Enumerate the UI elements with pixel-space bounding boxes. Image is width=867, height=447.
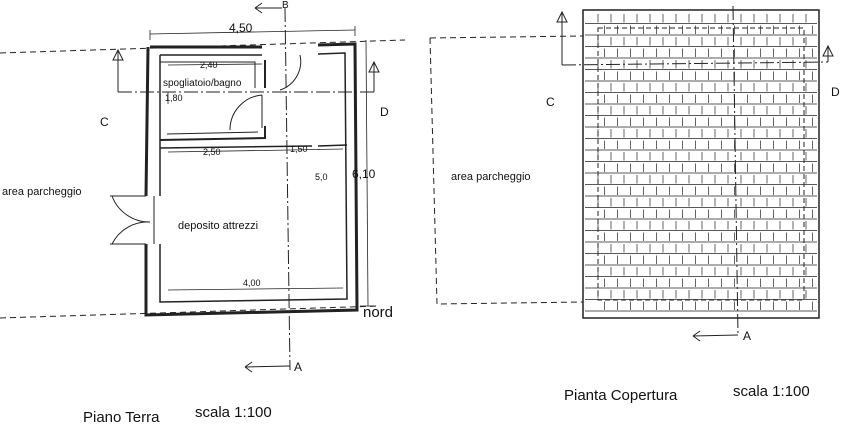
section-label-d-roof: D (831, 85, 840, 99)
entry-door-swing (279, 54, 302, 91)
section-label-a-ground: A (294, 360, 302, 374)
section-label-a-roof: A (743, 329, 751, 343)
parking-label-roof: area parcheggio (451, 171, 531, 183)
parking-label-ground: area parcheggio (2, 186, 82, 198)
north-label: nord (363, 304, 393, 321)
dim-depot-width: 4,00 (243, 278, 261, 288)
dim-depot-b: 1,50 (290, 144, 308, 154)
dim-line-depot-width (167, 287, 344, 291)
dim-small: 5,0 (315, 172, 328, 182)
double-door-swing-bottom (111, 221, 151, 245)
roof-outline (582, 9, 820, 319)
roof-plan-scale: scala 1:100 (733, 383, 810, 400)
dim-bath-width: 2,40 (200, 60, 218, 70)
inner-wall-line (159, 52, 348, 303)
double-door-swing-top (111, 195, 151, 223)
dim-bath-depth: 1,80 (165, 93, 183, 103)
bath-partition-inner (166, 131, 259, 135)
ground-floor-plan (0, 2, 406, 373)
roof-section-line-cd (561, 61, 829, 66)
section-line-ab (284, 7, 291, 371)
section-label-c-ground: C (100, 115, 109, 129)
dim-total-width: 4,50 (229, 21, 253, 35)
roof-parking-boundary (429, 35, 584, 305)
dim-line-bath-width (167, 63, 263, 66)
section-label-d-ground: D (380, 105, 389, 119)
dim-line-depot-a (167, 149, 291, 153)
dim-depot-a: 2,50 (203, 147, 221, 157)
room-label-bath: spogliatoio/bagno (163, 78, 242, 89)
dim-line-total-depth (365, 39, 369, 307)
depot-top-wall (159, 144, 348, 149)
section-label-b: B (282, 0, 289, 11)
roof-plan (429, 5, 834, 342)
dim-line-total-width (149, 29, 356, 35)
roof-section-line-a (732, 5, 739, 337)
roof-inner-outline (597, 27, 805, 301)
parking-boundary-bottom (0, 305, 381, 319)
bath-partition (159, 60, 266, 141)
dim-line-depot-b (289, 148, 344, 151)
roof-plan-title: Pianta Copertura (564, 387, 678, 404)
bath-door-swing (229, 94, 263, 131)
roof-tiles (585, 14, 817, 312)
section-label-c-roof: C (546, 95, 555, 109)
outer-wall (144, 42, 359, 317)
ground-plan-scale: scala 1:100 (195, 404, 272, 421)
ground-plan-title: Piano Terra (83, 409, 160, 426)
dim-total-depth: 6,10 (352, 167, 376, 181)
bath-inner-wall (160, 61, 256, 88)
room-label-depot: deposito attrezzi (178, 220, 258, 232)
